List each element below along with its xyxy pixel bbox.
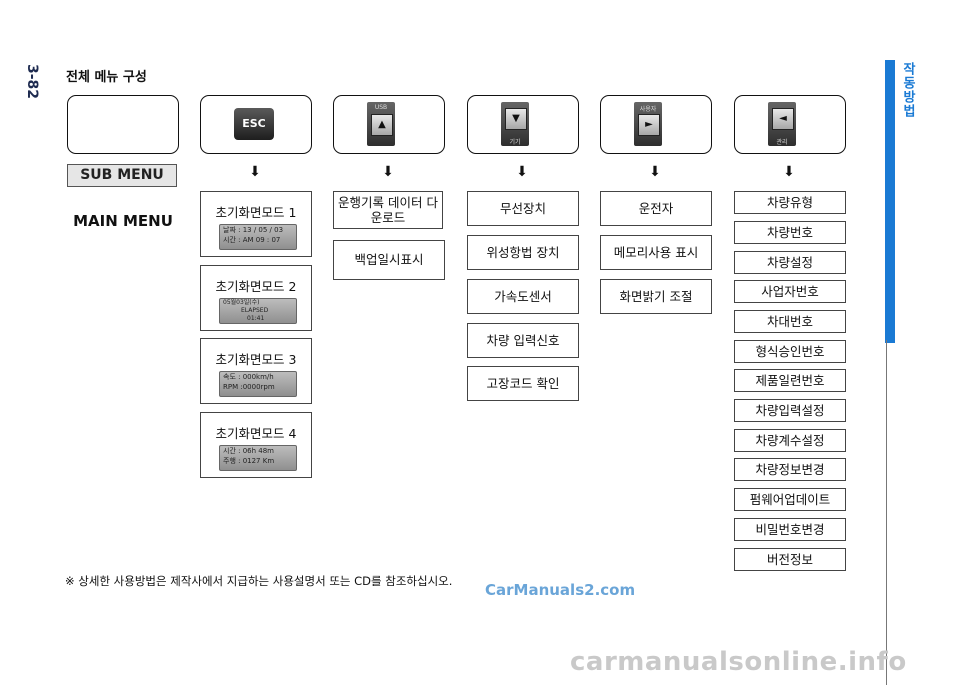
- down-arrow-icon: ⬇: [783, 164, 795, 180]
- device-menu-item: 위성항법 장치: [467, 235, 579, 270]
- down-arrow-icon: ▼: [505, 108, 527, 130]
- left-arrow-icon: ◄: [772, 108, 794, 130]
- down-arrow-icon: ⬇: [382, 164, 394, 180]
- screen-mode-1: 초기화면모드 1 날짜 : 13 / 05 / 03 시간 : AM 09 : …: [200, 191, 312, 257]
- device-menu-item: 차량 입력신호: [467, 323, 579, 358]
- device-menu-item: 가속도센서: [467, 279, 579, 314]
- main-menu-box: MAIN MENU: [67, 95, 179, 230]
- down-button-box: ▼ 기기: [467, 95, 579, 154]
- up-arrow-icon: ▲: [371, 114, 393, 136]
- admin-menu-item: 차량번호: [734, 221, 846, 244]
- lcd-line: 속도 : 000km/h: [223, 373, 274, 381]
- lcd-line: RPM :0000rpm: [223, 383, 275, 391]
- admin-menu-item: 버전정보: [734, 548, 846, 571]
- user-menu-item: 화면밝기 조절: [600, 279, 712, 314]
- screen-mode-2: 초기화면모드 2 05월03일(수) ELAPSED 01:41: [200, 265, 312, 331]
- screen-mode-4: 초기화면모드 4 시간 : 06h 48m 주행 : 0127 Km: [200, 412, 312, 478]
- device-menu-item: 무선장치: [467, 191, 579, 226]
- down-button-caption: 기기: [509, 139, 521, 146]
- admin-menu-item: 차량입력설정: [734, 399, 846, 422]
- down-arrow-icon: ⬇: [516, 164, 528, 180]
- usb-menu-download: 운행기록 데이터 다운로드: [333, 191, 443, 229]
- lcd-preview: 05월03일(수) ELAPSED 01:41: [219, 298, 297, 324]
- admin-menu-item: 사업자번호: [734, 280, 846, 303]
- user-button-box: 사용자 ►: [600, 95, 712, 154]
- admin-menu-item: 비밀번호변경: [734, 518, 846, 541]
- device-menu-item: 고장코드 확인: [467, 366, 579, 401]
- admin-menu-item: 차대번호: [734, 310, 846, 333]
- usb-button-box: USB ▲: [333, 95, 445, 154]
- left-button-image: ◄ 관리: [768, 102, 796, 146]
- sub-menu-label: SUB MENU: [67, 164, 177, 187]
- lcd-line: ELAPSED: [241, 307, 269, 314]
- lcd-line: 시간 : AM 09 : 07: [223, 236, 281, 244]
- esc-button-box: ESC: [200, 95, 312, 154]
- admin-menu-item: 차량정보변경: [734, 458, 846, 481]
- side-tab-label: 작동방법: [900, 62, 915, 118]
- admin-menu-item: 제품일련번호: [734, 369, 846, 392]
- watermark-top: CarManuals2.com: [485, 581, 636, 599]
- lcd-line: 날짜 : 13 / 05 / 03: [223, 226, 284, 234]
- screen-mode-3: 초기화면모드 3 속도 : 000km/h RPM :0000rpm: [200, 338, 312, 404]
- user-menu-item: 운전자: [600, 191, 712, 226]
- section-title: 전체 메뉴 구성: [66, 70, 147, 85]
- admin-menu-item: 펌웨어업데이트: [734, 488, 846, 511]
- screen-mode-title: 초기화면모드 3: [215, 352, 297, 367]
- down-button-image: ▼ 기기: [501, 102, 529, 146]
- page-number: 3-82: [24, 64, 40, 100]
- user-button-caption: 사용자: [639, 106, 657, 113]
- lcd-preview: 속도 : 000km/h RPM :0000rpm: [219, 371, 297, 397]
- lcd-preview: 날짜 : 13 / 05 / 03 시간 : AM 09 : 07: [219, 224, 297, 250]
- usb-menu-backup-time: 백업일시표시: [333, 240, 445, 280]
- lcd-line: 주행 : 0127 Km: [223, 457, 275, 465]
- lcd-line: 01:41: [247, 315, 265, 322]
- lcd-line: 시간 : 06h 48m: [223, 447, 274, 455]
- right-arrow-icon: ►: [638, 114, 660, 136]
- screen-mode-title: 초기화면모드 2: [215, 279, 297, 294]
- user-button-image: 사용자 ►: [634, 102, 662, 146]
- admin-menu-item: 차량계수설정: [734, 429, 846, 452]
- down-arrow-icon: ⬇: [249, 164, 261, 180]
- footnote: ※ 상세한 사용방법은 제작사에서 지급하는 사용설명서 또는 CD를 참조하십…: [65, 574, 453, 588]
- screen-mode-title: 초기화면모드 1: [215, 205, 297, 220]
- admin-menu-item: 형식승인번호: [734, 340, 846, 363]
- screen-mode-title: 초기화면모드 4: [215, 426, 297, 441]
- main-menu-label: MAIN MENU: [73, 212, 173, 230]
- user-menu-item: 메모리사용 표시: [600, 235, 712, 270]
- admin-menu-item: 차량유형: [734, 191, 846, 214]
- watermark-bottom: carmanualsonline.info: [570, 647, 907, 677]
- usb-button-caption: USB: [374, 104, 388, 111]
- usb-button-image: USB ▲: [367, 102, 395, 146]
- side-tab-line: [886, 340, 887, 685]
- side-tab-bar: [885, 60, 895, 343]
- lcd-preview: 시간 : 06h 48m 주행 : 0127 Km: [219, 445, 297, 471]
- esc-button-image: ESC: [234, 108, 274, 140]
- left-button-box: ◄ 관리: [734, 95, 846, 154]
- lcd-line: 05월03일(수): [223, 299, 260, 306]
- down-arrow-icon: ⬇: [649, 164, 661, 180]
- admin-menu-item: 차량설정: [734, 251, 846, 274]
- left-button-caption: 관리: [776, 139, 788, 146]
